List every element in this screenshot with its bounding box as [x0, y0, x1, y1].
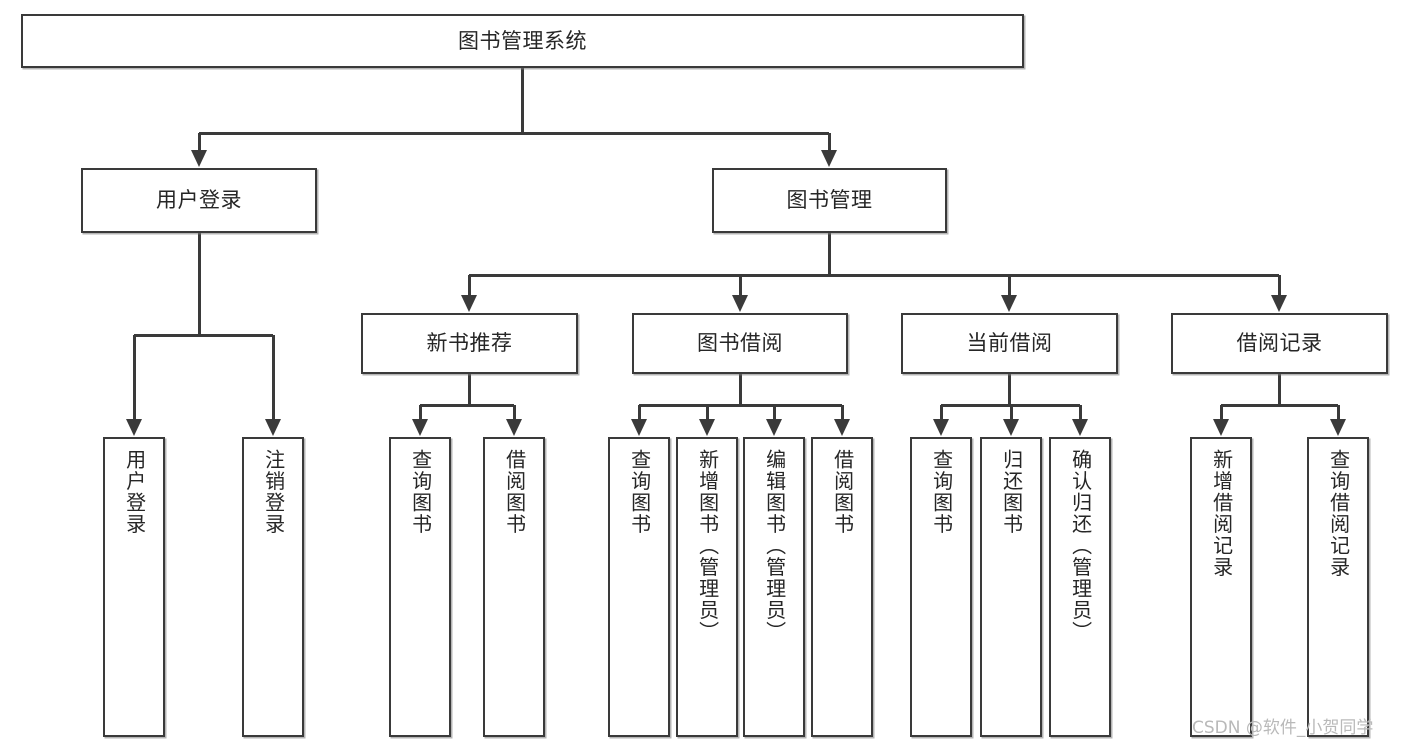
node-borrow-record[interactable]: 借阅记录 — [1171, 313, 1388, 374]
node-book-borrow[interactable]: 图书借阅 — [632, 313, 848, 374]
node-label: 查询图书 — [408, 449, 433, 535]
arrow-head-icon — [834, 419, 850, 436]
connector-drop — [827, 133, 831, 152]
node-label: 新增借阅记录 — [1209, 449, 1234, 578]
arrow-head-icon — [821, 150, 837, 167]
node-label: 归还图书 — [999, 449, 1024, 535]
connector-bus — [420, 403, 514, 407]
arrow-head-icon — [265, 419, 281, 436]
connector-drop — [840, 405, 844, 421]
node-label: 新增图书（管理员） — [695, 449, 720, 643]
leaf-leaf-add-book[interactable]: 新增图书（管理员） — [676, 437, 738, 737]
arrow-head-icon — [933, 419, 949, 436]
node-user-login[interactable]: 用户登录 — [81, 168, 317, 233]
arrow-head-icon — [1330, 419, 1346, 436]
connector-stem — [827, 233, 831, 275]
leaf-leaf-logout-login[interactable]: 注销登录 — [242, 437, 304, 737]
connector-drop — [1078, 405, 1082, 421]
node-label: 注销登录 — [261, 449, 286, 535]
node-label: 借阅记录 — [1236, 331, 1323, 355]
connector-stem — [738, 374, 742, 405]
node-label: 当前借阅 — [966, 331, 1053, 355]
connector-stem — [1277, 374, 1281, 405]
connector-drop — [1007, 275, 1011, 297]
connector-bus — [134, 333, 273, 337]
connector-drop — [705, 405, 709, 421]
node-book-manage[interactable]: 图书管理 — [712, 168, 947, 233]
node-label: 用户登录 — [156, 188, 242, 212]
node-label: 编辑图书（管理员） — [762, 449, 787, 643]
node-new-book-recommend[interactable]: 新书推荐 — [361, 313, 578, 374]
arrow-head-icon — [1001, 295, 1017, 312]
node-label: 新书推荐 — [426, 331, 513, 355]
watermark: CSDN @软件_小贺同学 — [1192, 718, 1374, 738]
node-label: 图书借阅 — [697, 331, 783, 355]
connector-stem — [1007, 374, 1011, 405]
node-current-borrow[interactable]: 当前借阅 — [901, 313, 1118, 374]
node-label: 查询图书 — [929, 449, 954, 535]
arrow-head-icon — [1271, 295, 1287, 312]
leaf-leaf-confirm-return[interactable]: 确认归还（管理员） — [1049, 437, 1111, 737]
connector-drop — [637, 405, 641, 421]
leaf-leaf-edit-book[interactable]: 编辑图书（管理员） — [743, 437, 805, 737]
node-label: 图书管理 — [786, 188, 873, 212]
connector-bus — [1221, 403, 1338, 407]
leaf-leaf-query-book-1[interactable]: 查询图书 — [389, 437, 451, 737]
connector-drop — [1219, 405, 1223, 421]
node-label: 查询借阅记录 — [1326, 449, 1351, 578]
connector-drop — [132, 335, 136, 421]
leaf-leaf-query-record[interactable]: 查询借阅记录 — [1307, 437, 1369, 737]
connector-stem — [467, 374, 471, 405]
arrow-head-icon — [461, 295, 477, 312]
leaf-leaf-query-book-3[interactable]: 查询图书 — [910, 437, 972, 737]
connector-drop — [772, 405, 776, 421]
leaf-leaf-query-book-2[interactable]: 查询图书 — [608, 437, 670, 737]
node-label: 用户登录 — [122, 449, 147, 535]
connector-drop — [271, 335, 275, 421]
connector-drop — [1277, 275, 1281, 297]
arrow-head-icon — [126, 419, 142, 436]
arrow-head-icon — [412, 419, 428, 436]
node-label: 查询图书 — [627, 449, 652, 535]
connector-stem — [197, 233, 201, 335]
connector-drop — [1009, 405, 1013, 421]
connector-drop — [939, 405, 943, 421]
node-label: 图书管理系统 — [458, 28, 587, 53]
connector-drop — [418, 405, 422, 421]
arrow-head-icon — [506, 419, 522, 436]
arrow-head-icon — [732, 295, 748, 312]
leaf-leaf-borrow-book-2[interactable]: 借阅图书 — [811, 437, 873, 737]
connector-drop — [512, 405, 516, 421]
leaf-leaf-return-book[interactable]: 归还图书 — [980, 437, 1042, 737]
arrow-head-icon — [191, 150, 207, 167]
node-label: 借阅图书 — [830, 449, 855, 535]
connector-drop — [738, 275, 742, 297]
leaf-leaf-user-login[interactable]: 用户登录 — [103, 437, 165, 737]
node-label: 确认归还（管理员） — [1068, 449, 1093, 643]
arrow-head-icon — [631, 419, 647, 436]
connector-bus — [199, 131, 829, 135]
leaf-leaf-borrow-book-1[interactable]: 借阅图书 — [483, 437, 545, 737]
connector-drop — [1336, 405, 1340, 421]
connector-bus — [469, 273, 1279, 277]
arrow-head-icon — [766, 419, 782, 436]
arrow-head-icon — [1072, 419, 1088, 436]
node-root[interactable]: 图书管理系统 — [21, 14, 1024, 68]
connector-bus — [639, 403, 842, 407]
connector-drop — [467, 275, 471, 297]
arrow-head-icon — [1003, 419, 1019, 436]
connector-stem — [520, 68, 524, 133]
connector-drop — [197, 133, 201, 152]
arrow-head-icon — [1213, 419, 1229, 436]
node-label: 借阅图书 — [502, 449, 527, 535]
arrow-head-icon — [699, 419, 715, 436]
leaf-leaf-add-record[interactable]: 新增借阅记录 — [1190, 437, 1252, 737]
